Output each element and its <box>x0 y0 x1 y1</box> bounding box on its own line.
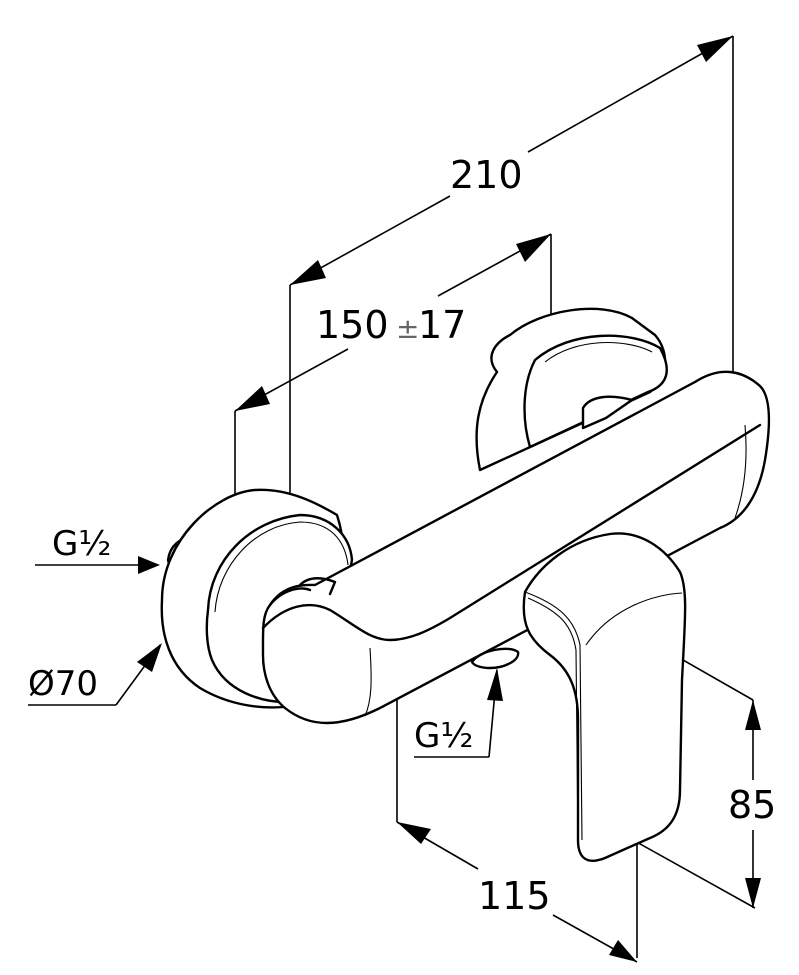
dimension-outlet: G½ <box>414 668 503 758</box>
arrowhead-icon <box>516 234 551 262</box>
tolerance-sign: ± <box>396 312 419 345</box>
arrowhead-icon <box>745 878 761 908</box>
dimension-inlet-left: G½ <box>35 524 160 574</box>
arrowhead-icon <box>609 940 637 962</box>
lever-handle <box>522 532 687 863</box>
dim-line-210-right <box>527 35 734 153</box>
mixer-body <box>261 370 771 725</box>
arrowhead-icon <box>697 36 733 62</box>
arrowhead-icon <box>138 556 160 574</box>
outlet-connector <box>470 647 520 670</box>
arrowhead-icon <box>745 700 761 730</box>
dimension-150: 150 ± 17 <box>234 233 552 412</box>
arrowhead-icon <box>487 668 503 701</box>
dimension-85: 85 <box>728 700 776 908</box>
dim-label-150: 150 <box>316 303 389 347</box>
dimension-210: 210 <box>289 35 734 286</box>
dimension-diameter: Ø70 <box>28 643 162 706</box>
dim-label-85: 85 <box>728 783 776 827</box>
label-rosette-diameter: Ø70 <box>28 664 98 704</box>
dim-label-210: 210 <box>450 153 523 197</box>
arrowhead-icon <box>137 643 162 672</box>
label-inlet-connection: G½ <box>52 524 111 564</box>
dimension-115: 115 <box>396 821 638 963</box>
ext-line-85-bottom <box>632 839 756 909</box>
rosette-right <box>475 307 668 472</box>
dim-label-115: 115 <box>478 874 551 918</box>
arrowhead-icon <box>235 386 270 411</box>
arrowhead-icon <box>290 260 326 285</box>
arrowhead-icon <box>397 822 431 844</box>
dim-label-tolerance: 17 <box>418 303 466 347</box>
label-outlet-connection: G½ <box>414 716 473 756</box>
